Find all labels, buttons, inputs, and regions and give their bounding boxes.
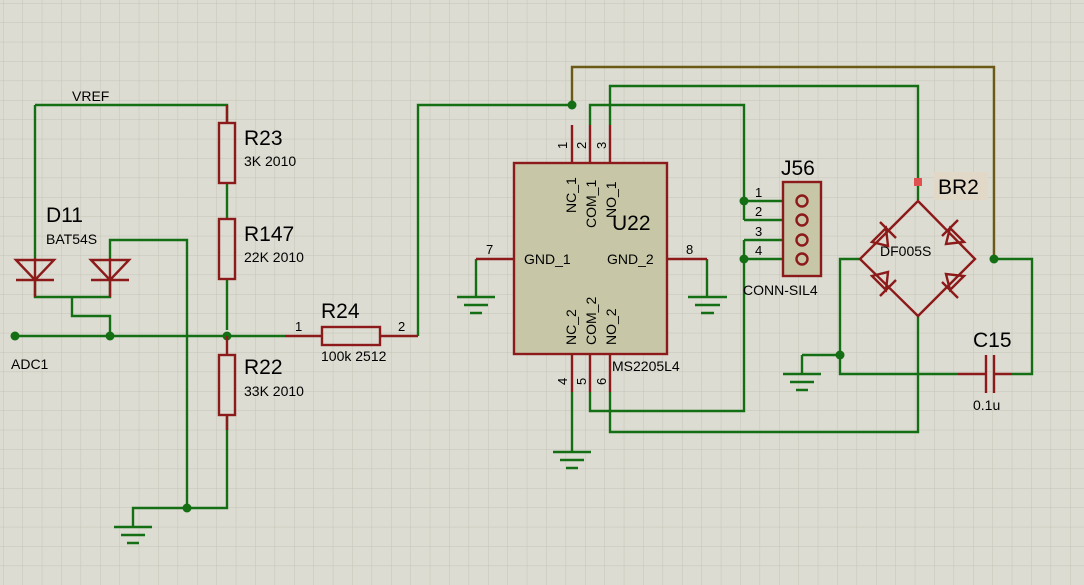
c15-ref: C15	[973, 329, 1012, 352]
wire-br2-left[interactable]	[838, 257, 958, 376]
br2-ref-highlight	[934, 172, 988, 200]
r24-value: 100k 2512	[321, 348, 387, 364]
u22-ref: U22	[612, 212, 651, 235]
ground-icon	[114, 525, 152, 545]
wire-pin3-top[interactable]	[608, 84, 920, 200]
u22-value: MS2205L4	[612, 358, 680, 374]
u22-pin8-num: 8	[686, 242, 693, 257]
j56-pin1: 1	[755, 185, 762, 200]
r23-value: 3K 2010	[244, 153, 296, 169]
u22-pin3-num: 3	[594, 142, 609, 149]
wire-c15-right[interactable]	[994, 257, 1034, 376]
ground-icon	[553, 450, 591, 470]
junction-dot	[989, 254, 999, 264]
r24-pin2: 2	[398, 319, 405, 334]
r22-value: 33K 2010	[244, 383, 304, 399]
r23-ref: R23	[244, 127, 283, 150]
junction-dot	[739, 254, 749, 264]
u22-pin7-num: 7	[486, 242, 493, 257]
junctions	[10, 100, 999, 513]
c15-value: 0.1u	[973, 397, 1000, 413]
ground-icon	[688, 295, 727, 315]
component-br2[interactable]: BR2 DF005S	[858, 172, 988, 318]
j56-pin2: 2	[755, 204, 762, 219]
r24-pin1: 1	[295, 319, 302, 334]
j56-pin3: 3	[755, 224, 762, 239]
u22-pin1-num: 1	[555, 142, 570, 149]
r22-ref: R22	[244, 356, 283, 379]
r147-value: 22K 2010	[244, 249, 304, 265]
component-r147[interactable]: R147 22K 2010	[217, 217, 304, 281]
component-r23[interactable]: R23 3K 2010	[217, 105, 296, 185]
ground-icon	[457, 295, 495, 315]
junction-dot	[739, 196, 749, 206]
d11-value: BAT54S	[46, 231, 97, 247]
r147-ref: R147	[244, 223, 294, 246]
wire-pin2-top[interactable]	[588, 103, 746, 201]
br2-ref: BR2	[938, 176, 979, 199]
u22-pin3-name: NO_1	[603, 181, 619, 218]
component-c15[interactable]: C15 0.1u	[958, 329, 1012, 413]
u22-pin2-name: COM_1	[583, 180, 599, 228]
ground-icon	[783, 355, 821, 392]
wire-d11-mid[interactable]	[70, 297, 112, 336]
junction-dot	[567, 100, 577, 110]
wire-j56-link-34[interactable]	[588, 240, 746, 413]
br2-diodes	[869, 219, 967, 299]
net-label-adc1[interactable]: ADC1	[11, 356, 49, 372]
u22-pin5-name: COM_2	[583, 297, 599, 345]
junction-dot	[105, 331, 115, 341]
br2-value: DF005S	[880, 243, 931, 259]
j56-pin4: 4	[755, 243, 762, 258]
component-j56[interactable]: 1 2 3 4 J56 CONN-SIL4	[743, 157, 823, 298]
wire-highlight-top[interactable]	[570, 65, 996, 259]
j56-ref: J56	[781, 157, 815, 180]
junction-dot	[10, 331, 20, 341]
u22-pin5-num: 5	[574, 378, 589, 385]
u22-pin4-name: NC_2	[563, 309, 579, 345]
u22-pin4-num: 4	[555, 378, 570, 385]
j56-value: CONN-SIL4	[743, 282, 818, 298]
junction-dot	[835, 350, 845, 360]
component-d11[interactable]: D11 BAT54S	[13, 204, 132, 297]
ground-symbols	[114, 295, 821, 545]
component-u22[interactable]: 1 2 3 NC_1 COM_1 NO_1 NC_2 COM_2 NO_2 4 …	[476, 125, 707, 392]
wire-d11-right[interactable]	[108, 238, 189, 508]
j56-pin-circles	[795, 194, 809, 266]
u22-pin1-name: NC_1	[563, 177, 579, 213]
component-r22[interactable]: R22 33K 2010	[217, 336, 304, 430]
br2-selection-marker	[914, 178, 922, 186]
net-label-vref[interactable]: VREF	[72, 88, 109, 104]
u22-pin8-name: GND_2	[607, 251, 654, 267]
u22-pin2-num: 2	[574, 142, 589, 149]
u22-pin6-name: NO_2	[603, 308, 619, 345]
d11-ref: D11	[46, 204, 83, 227]
r24-ref: R24	[321, 300, 360, 323]
wire-r22-bottom[interactable]	[131, 415, 229, 527]
junction-dot	[182, 503, 192, 513]
wire-r24-u22[interactable]	[416, 103, 572, 336]
u22-pin7-name: GND_1	[524, 251, 571, 267]
u22-pin6-num: 6	[594, 378, 609, 385]
component-r24[interactable]: R24 100k 2512 1 2	[285, 300, 418, 364]
